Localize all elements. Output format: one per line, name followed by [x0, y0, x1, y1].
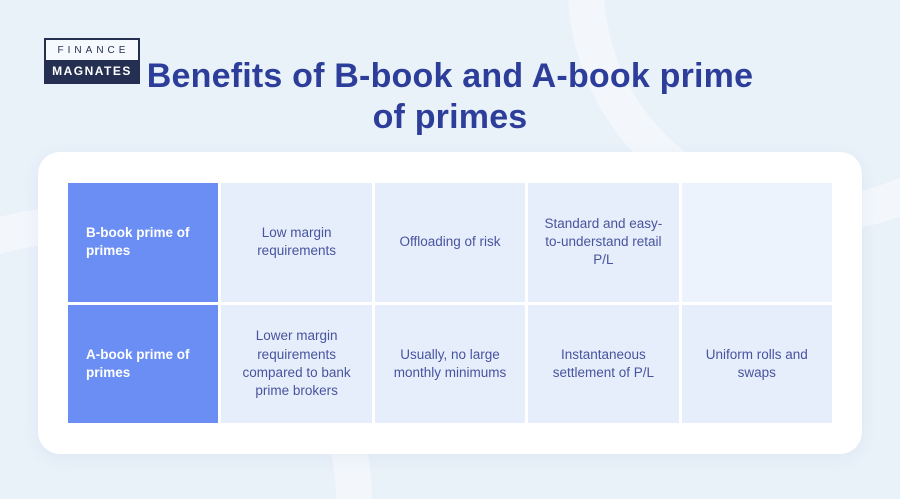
table-cell: Standard and easy-to-understand retail P… — [528, 183, 679, 302]
table-cell-empty — [681, 183, 832, 302]
row-header-b-book: B-book prime of primes — [68, 183, 219, 302]
logo-text-magnates: MAGNATES — [46, 60, 138, 82]
logo-text-finance: FINANCE — [57, 45, 130, 56]
row-header-a-book: A-book prime of primes — [68, 304, 219, 423]
benefits-table: B-book prime of primes Low margin requir… — [68, 183, 832, 423]
table-cell: Uniform rolls and swaps — [681, 304, 832, 423]
finance-magnates-logo: FINANCE MAGNATES — [44, 38, 140, 84]
table-cell: Low margin requirements — [221, 183, 372, 302]
page-title: Benefits of B-book and A-book prime of p… — [146, 57, 754, 137]
benefits-card: B-book prime of primes Low margin requir… — [38, 152, 862, 454]
table-cell: Usually, no large monthly minimums — [374, 304, 526, 423]
table-cell: Lower margin requirements compared to ba… — [221, 304, 372, 423]
table-cell: Offloading of risk — [374, 183, 526, 302]
table-cell: Instantaneous settlement of P/L — [528, 304, 679, 423]
